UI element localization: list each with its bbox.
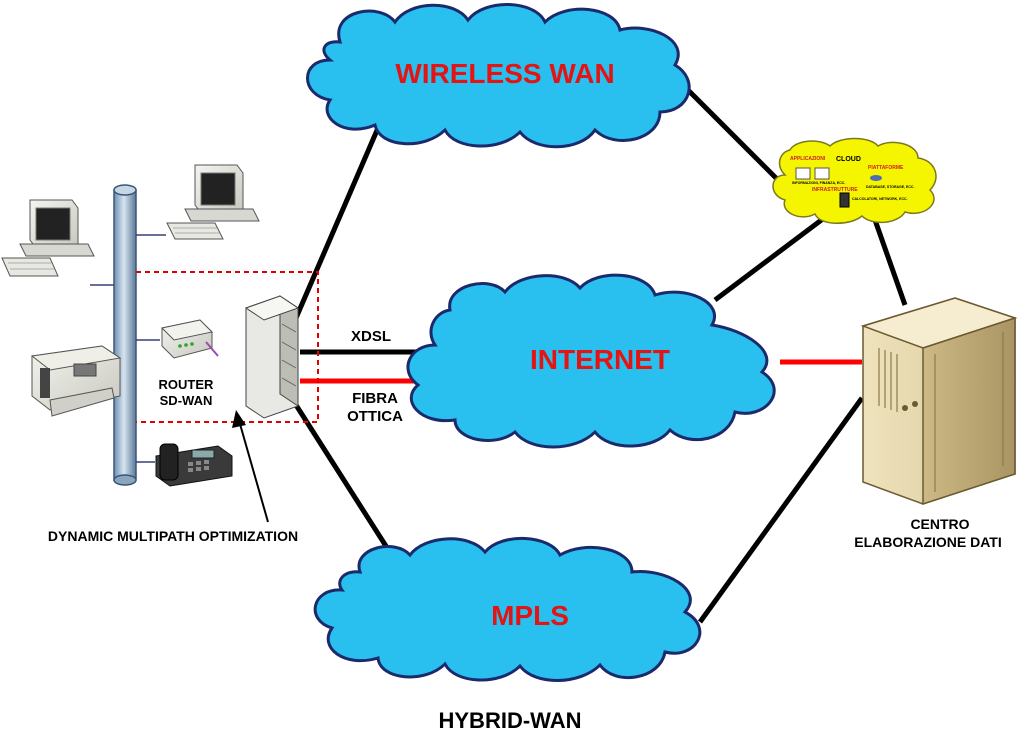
optimization-label: DYNAMIC MULTIPATH OPTIMIZATION: [47, 528, 299, 544]
datacenter-label-line2: ELABORAZIONE DATI: [854, 534, 1002, 550]
router-label-line2: SD-WAN: [159, 393, 213, 408]
server-icon: [860, 297, 1018, 506]
cloud-service-piattaforme: PIATTAFORME: [868, 165, 904, 171]
cloud-service-db: DATABASE, STORAGE, ECC.: [866, 185, 915, 189]
cloud-label-internet: INTERNET: [530, 344, 670, 375]
desktop-computer-icon: [166, 164, 260, 240]
cloud-label-wireless-wan: WIRELESS WAN: [395, 58, 615, 89]
lan-backbone-icon: [113, 184, 137, 486]
modem-icon: [160, 319, 219, 359]
link-router-wireless: [293, 127, 381, 319]
link-cloud-datacenter: [872, 219, 908, 306]
cloud-service-applicazioni: APPLICAZIONI: [790, 156, 826, 162]
link-router-mpls: [293, 403, 401, 567]
link-wireless-cloud: [678, 80, 784, 186]
wan-links: [293, 80, 908, 624]
cloud-label-mpls: MPLS: [491, 600, 569, 631]
router-label-line1: ROUTER: [158, 377, 214, 392]
printer-icon: [30, 345, 122, 417]
cloud-service-infrastrutture: INFRASTRUTTURE: [812, 187, 858, 193]
cloud-wireless-wan: [306, 3, 691, 149]
cloud-service-calc: CALCOLATORI, NETWORK, ECC.: [852, 197, 908, 201]
cloud-service-icon: [772, 137, 937, 224]
switch-icon: [244, 295, 300, 419]
datacenter-label-line1: CENTRO: [910, 516, 970, 532]
cloud-service-title: CLOUD: [836, 156, 861, 163]
diagram-title: HYBRID-WAN: [438, 708, 582, 733]
link-label-xdsl: XDSL: [350, 328, 391, 345]
cloud-service-info: INFORMAZIONI, FINANZA, ECC.: [792, 181, 846, 185]
link-mpls-datacenter: [697, 396, 865, 624]
optimization-arrow: [232, 410, 269, 523]
cloud-mpls: [313, 537, 702, 682]
cloud-internet: [406, 273, 776, 449]
link-label-ottica: OTTICA: [347, 408, 403, 425]
lan-boundary: [136, 271, 319, 423]
phone-icon: [155, 443, 233, 487]
desktop-computer-icon: [1, 199, 95, 277]
link-label-fibra: FIBRA: [352, 390, 398, 407]
